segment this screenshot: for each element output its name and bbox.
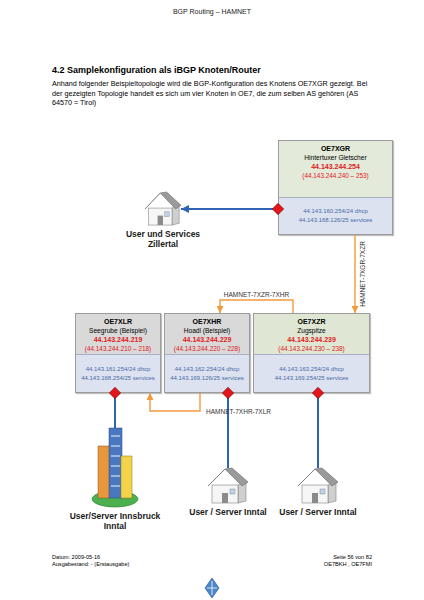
router-box: 44.143.162.254/24 dhcp44.143.169.126/25 … <box>164 313 250 393</box>
node-name: OE7XHR <box>193 317 222 326</box>
node-address: 44.143.244.219 <box>94 335 143 344</box>
window-row <box>111 485 120 486</box>
link-connector <box>114 393 116 428</box>
window-row <box>111 475 120 476</box>
house-window <box>165 212 170 217</box>
user-house: User / Server Inntal <box>208 468 248 504</box>
user-house: User und Services Zillertal <box>145 192 181 226</box>
router-box: 44.143.163.254/24 dhcp44.143.169.254/25 … <box>253 313 370 393</box>
network-text: 44.143.162.254/24 dhcp <box>175 365 240 374</box>
network-band: 44.143.163.254/24 dhcp44.143.169.254/25 … <box>254 354 369 392</box>
house-window <box>230 489 235 494</box>
link-label: HAMNET-7XHR-7XLR <box>206 408 271 415</box>
tower <box>121 456 132 498</box>
window-row <box>111 435 120 436</box>
house-door <box>158 216 163 225</box>
house-door <box>222 493 228 503</box>
node-location: Seegrube (Beispiel) <box>89 326 147 335</box>
house-door <box>312 493 318 503</box>
house-wall <box>149 208 172 225</box>
user-caption: User / Server Inntal <box>178 507 278 517</box>
link-label: HAMNET-7XGR-7XZR <box>359 241 366 307</box>
house-roof <box>298 468 338 486</box>
network-text: 44.143.163.254/24 dhcp <box>279 365 344 374</box>
house-shape <box>208 468 248 504</box>
node-address: 44.143.244.254 <box>311 162 360 171</box>
footer-date: Datum: 2009-05-16 <box>52 554 252 561</box>
node-name: OE7XGR <box>321 144 350 153</box>
house-wall <box>212 485 238 503</box>
user-caption: User und Services Zillertal <box>116 229 211 249</box>
building-icon: User/Server Innsbruck Inntal <box>92 428 138 508</box>
building-shape <box>92 428 138 508</box>
node-address: 44.143.244.239 <box>287 335 336 344</box>
footer-logo <box>205 578 219 598</box>
running-header: BGP Routing – HAMNET <box>0 8 424 15</box>
window-row <box>111 445 120 446</box>
node-location: Hintertuxer Gletscher <box>304 153 366 162</box>
tower <box>109 428 122 498</box>
user-caption: User / Server Inntal <box>268 507 368 517</box>
link-connector <box>181 208 278 210</box>
network-text: 44.143.160.254/24 dhcp <box>303 207 368 216</box>
router-box: 44.143.160.254/24 dhcp44.143.168.126/25 … <box>278 140 393 235</box>
section-heading: 4.2 Samplekonfiguration als iBGP Knoten/… <box>52 65 261 75</box>
network-band: 44.143.161.254/24 dhcp44.143.168.254/25 … <box>76 354 160 392</box>
footer-edition: Ausgabestand: - (Erstausgabe) <box>52 561 252 568</box>
house-wall <box>302 485 328 503</box>
network-band: 44.143.162.254/24 dhcp44.143.169.126/25 … <box>165 354 249 392</box>
network-text: 44.143.169.126/25 services <box>170 374 244 383</box>
node-name: OE7XLR <box>104 317 132 326</box>
address-range: (44.143.244.220 – 228) <box>174 344 240 353</box>
network-text: 44.143.161.254/24 dhcp <box>86 365 151 374</box>
network-text: 44.143.168.254/25 services <box>81 374 155 383</box>
network-band: 44.143.160.254/24 dhcp44.143.168.126/25 … <box>279 197 392 234</box>
network-text: 44.143.169.254/25 services <box>275 374 349 383</box>
tower <box>98 446 110 498</box>
link-connector <box>354 235 355 313</box>
address-range: (44.143.244.230 – 238) <box>278 344 344 353</box>
address-range: (44.143.244.240 – 253) <box>302 171 368 180</box>
user-caption: User/Server Innsbruck Inntal <box>63 511 168 531</box>
link-connector <box>317 393 319 468</box>
window-row <box>111 465 120 466</box>
house-shape <box>298 468 338 504</box>
link-connector <box>150 393 200 411</box>
link-connector <box>227 393 229 468</box>
house-shape <box>145 192 181 226</box>
footer-page: Seite 56 von 82 <box>172 554 372 561</box>
user-house: User / Server Inntal <box>298 468 338 504</box>
footer-authors: OE7BKH , OE7FMI <box>172 561 372 568</box>
network-text: 44.143.168.126/25 services <box>299 216 373 225</box>
house-roof <box>208 468 248 486</box>
node-name: OE7XZR <box>297 317 325 326</box>
node-location: Hoadl (Beispiel) <box>184 326 231 335</box>
router-box: 44.143.161.254/24 dhcp44.143.168.254/25 … <box>75 313 161 393</box>
intro-paragraph: Anhand folgender Beispieltopologie wird … <box>52 79 372 108</box>
house-roof <box>145 192 181 209</box>
node-address: 44.143.244.229 <box>183 335 232 344</box>
window-row <box>111 455 120 456</box>
link-label: HAMNET-7XZR-7XHR <box>224 291 289 298</box>
address-range: (44.143.244.210 – 218) <box>85 344 151 353</box>
house-window <box>320 489 325 494</box>
link-connector <box>220 300 293 313</box>
node-location: Zugspitze <box>297 326 326 335</box>
